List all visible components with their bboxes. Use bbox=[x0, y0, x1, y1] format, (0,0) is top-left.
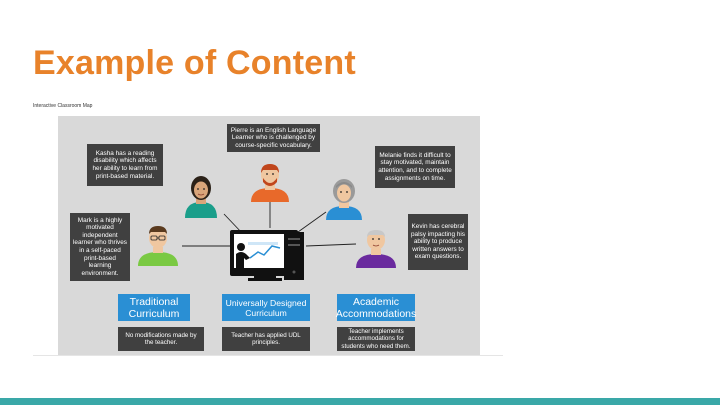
student-melanie-avatar bbox=[326, 179, 362, 220]
footer-accent-bar bbox=[0, 398, 720, 405]
student-pierre-avatar bbox=[251, 164, 289, 202]
student-mark-avatar bbox=[138, 226, 178, 266]
student-kevin-avatar bbox=[356, 230, 396, 268]
approach-traditional-label: Traditional Curriculum bbox=[118, 294, 190, 321]
panel-shadow-line bbox=[33, 355, 503, 356]
note-kasha: Kasha has a reading disability which aff… bbox=[87, 144, 163, 186]
approach-udl-label: Universally Designed Curriculum bbox=[222, 294, 310, 321]
approach-accommodations-desc: Teacher implements accommodations for st… bbox=[337, 327, 415, 351]
note-melanie: Melanie finds it difficult to stay motiv… bbox=[375, 146, 455, 188]
note-pierre: Pierre is an English Language Learner wh… bbox=[227, 124, 320, 152]
approach-accommodations-label: Academic Accommodations bbox=[335, 294, 417, 321]
approach-udl-desc: Teacher has applied UDL principles. bbox=[222, 327, 310, 351]
note-mark: Mark is a highly motivated independent l… bbox=[70, 213, 130, 281]
teacher-computer-icon bbox=[230, 230, 304, 281]
note-kevin: Kevin has cerebral palsy impacting his a… bbox=[408, 214, 468, 270]
slide-title: Example of Content bbox=[33, 44, 356, 82]
student-kasha-avatar bbox=[185, 176, 217, 218]
approach-traditional-desc: No modifications made by the teacher. bbox=[118, 327, 204, 351]
figure-caption: Interactive Classroom Map bbox=[33, 103, 93, 109]
classroom-map-panel: Pierre is an English Language Learner wh… bbox=[58, 116, 480, 356]
